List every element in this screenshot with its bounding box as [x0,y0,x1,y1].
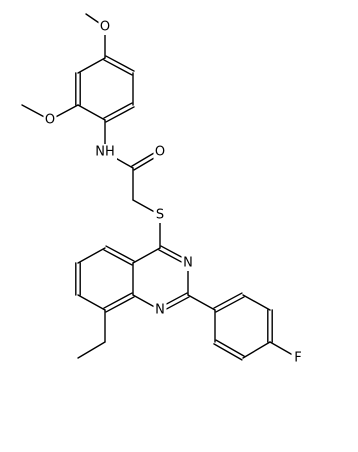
double-bond-line [105,296,135,313]
atom-label-nh: NH [95,145,115,160]
single-bond [77,247,106,264]
atom-label-background [93,144,117,160]
single-bond [77,341,106,359]
double-bond-line [105,55,135,72]
double-bond-line [103,249,133,266]
single-bond [77,294,106,311]
atom-label-background [153,302,167,318]
atom-labels: O O NH O S N N F [43,19,305,366]
double-bond-line [215,339,245,357]
double-bond-line [213,292,243,309]
double-bond-line [105,245,135,262]
double-bond-line [215,296,245,313]
atom-label-s: S [156,208,164,223]
single-bond [242,294,271,311]
double-bond-line [105,106,135,123]
single-bond [132,247,161,264]
double-bond-line [103,59,133,76]
single-bond [77,104,106,121]
atom-label-background [291,350,305,366]
atom-label-f: F [294,351,301,366]
atom-label-background [181,255,195,271]
double-bond-line [103,102,133,119]
atom-label-background [43,112,57,128]
atom-label-background [153,207,167,223]
atom-label-o-methoxy-left: O [45,113,55,128]
double-bond-line [103,292,133,309]
atom-label-n1: N [155,303,165,318]
single-bond [187,294,216,311]
atom-label-o-methoxy-top: O [100,20,110,35]
single-bond [77,57,106,74]
atom-label-n3: N [183,256,193,271]
atom-label-background [98,19,112,35]
atom-label-o-carbonyl: O [155,145,165,160]
single-bond [242,341,271,359]
atom-label-background [153,144,167,160]
double-bond-line [213,343,243,361]
